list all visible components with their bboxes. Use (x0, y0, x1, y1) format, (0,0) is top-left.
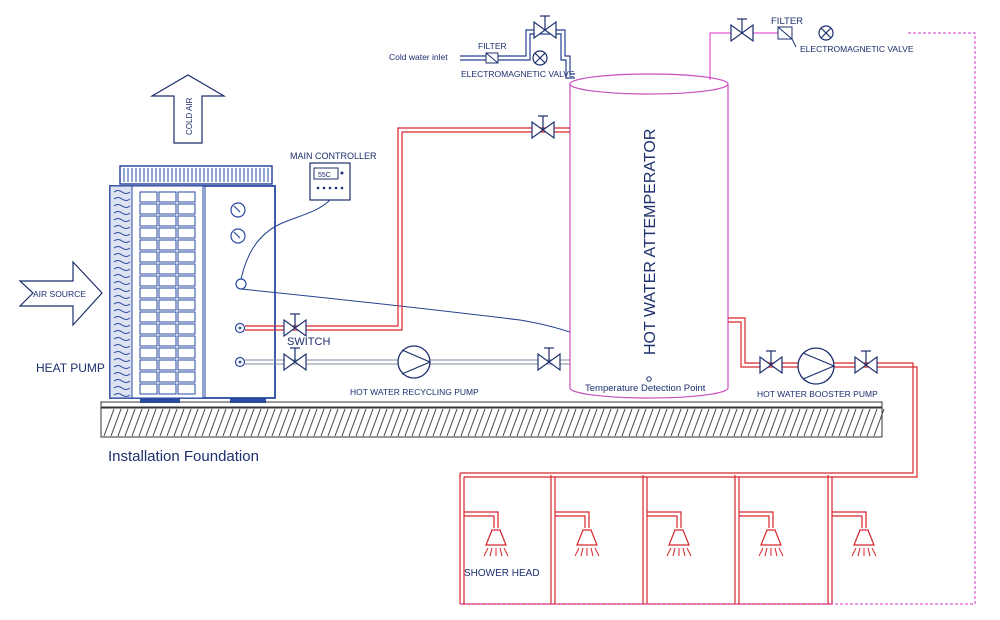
valve-icon (531, 115, 555, 140)
valve-icon (537, 347, 561, 372)
valve-icon (283, 313, 307, 338)
valve-icon (533, 15, 557, 40)
return-loop-pipe (709, 32, 790, 80)
installation-foundation-label: Installation Foundation (108, 448, 259, 465)
attemperator-label: HOT WATER ATTEMPERATOR (642, 129, 659, 355)
filter-icon (485, 52, 499, 64)
air-source-label: AIR SOURCE (33, 289, 86, 299)
electromagnetic-valve-right-label: ELECTROMAGNETIC VALVE (800, 44, 914, 54)
controller-display-value: 55C (318, 172, 331, 179)
shower-head-label: SHOWER HEAD (464, 568, 540, 579)
sensor-port-icon (235, 278, 247, 290)
valve-icon (759, 350, 783, 375)
heat-pump-label: HEAT PUMP (36, 361, 105, 375)
heat-pump-unit (109, 165, 276, 403)
cold-air-label: COLD AIR (185, 97, 194, 135)
shower-branch (642, 475, 692, 604)
recycling-pump-icon (397, 345, 431, 379)
cold-air-arrow-icon (149, 74, 227, 144)
cold-water-inlet-pipe (460, 29, 575, 79)
cold-water-inlet-label: Cold water inlet (389, 52, 448, 62)
inlet-port-icon (234, 356, 246, 368)
controller-cable (240, 199, 331, 280)
air-source-arrow-icon (18, 260, 103, 327)
filter-icon (777, 26, 797, 48)
electromagnetic-valve-icon (532, 50, 548, 66)
valve-icon (854, 350, 878, 375)
temperature-detection-point-icon (646, 376, 652, 382)
outlet-port-icon (234, 322, 246, 334)
shower-head-icon (666, 529, 692, 557)
hot-water-attemperator-tank (569, 73, 729, 399)
pressure-gauge-icon (230, 228, 246, 244)
booster-pump-icon (797, 347, 835, 385)
switch-label: SWITCH (287, 336, 330, 348)
recycling-pump-label: HOT WATER RECYCLING PUMP (350, 387, 479, 397)
hot-water-outlet-pipe (245, 127, 570, 331)
booster-pump-label: HOT WATER BOOSTER PUMP (757, 389, 878, 399)
shower-head-icon (758, 529, 784, 557)
shower-branch (550, 475, 600, 604)
filter-right-label: FILTER (771, 16, 803, 27)
shower-branches (459, 473, 877, 605)
shower-branch (827, 475, 877, 604)
shower-branch (459, 475, 509, 604)
installation-foundation (100, 401, 885, 438)
valve-icon (283, 347, 307, 372)
electromagnetic-valve-icon (818, 25, 834, 41)
temperature-detection-label: Temperature Detection Point (585, 383, 706, 394)
main-controller (309, 162, 351, 201)
electromagnetic-valve-left-label: ELECTROMAGNETIC VALVE (461, 69, 575, 79)
filter-left-label: FILTER (478, 41, 507, 51)
shower-head-icon (574, 529, 600, 557)
valve-icon (730, 18, 754, 43)
shower-head-icon (483, 529, 509, 557)
return-loop-pipe (460, 32, 976, 605)
shower-head-icon (851, 529, 877, 557)
shower-branch (734, 475, 784, 604)
main-controller-label: MAIN CONTROLLER (290, 151, 377, 161)
pressure-gauge-icon (230, 202, 246, 218)
